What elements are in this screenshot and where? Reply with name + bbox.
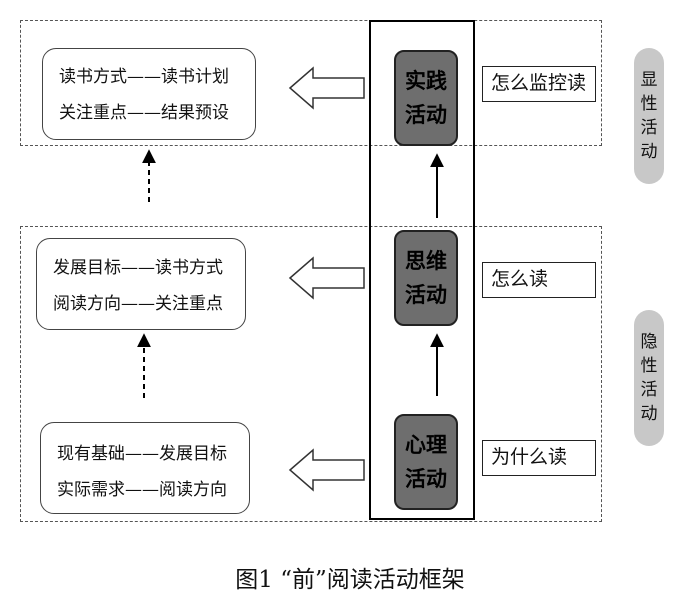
- implicit-content-box-top: 发展目标——读书方式 阅读方向——关注重点: [36, 238, 246, 330]
- activity-column: [369, 20, 475, 520]
- thinking-activity-box: 思维 活动: [394, 230, 458, 326]
- implicit-activity-label: 隐 性 活 动: [634, 310, 664, 446]
- activity-label: 活动: [405, 283, 447, 307]
- hollow-left-arrow: [288, 448, 365, 492]
- question-why: 为什么读: [482, 440, 596, 476]
- implicit-content-box-bottom: 现有基础——发展目标 实际需求——阅读方向: [40, 422, 250, 514]
- oval-char: 显: [640, 70, 658, 90]
- content-line: 关注重点——结果预设: [59, 103, 229, 123]
- content-line: 读书方式——读书计划: [59, 67, 229, 87]
- explicit-activity-label: 显 性 活 动: [634, 48, 664, 184]
- explicit-content-box: 读书方式——读书计划 关注重点——结果预设: [42, 48, 256, 140]
- hollow-left-arrow: [288, 256, 365, 300]
- explicit-region: [20, 20, 602, 146]
- hollow-left-arrow: [288, 66, 365, 110]
- oval-char: 动: [640, 142, 658, 162]
- oval-char: 活: [640, 118, 658, 138]
- activity-label: 活动: [405, 103, 447, 127]
- content-line: 发展目标——读书方式: [53, 258, 223, 278]
- oval-char: 活: [640, 380, 658, 400]
- oval-char: 动: [640, 404, 658, 424]
- activity-label: 思维: [405, 249, 447, 273]
- activity-label: 活动: [405, 467, 447, 491]
- content-line: 阅读方向——关注重点: [53, 294, 223, 314]
- content-line: 现有基础——发展目标: [57, 444, 227, 464]
- activity-label: 实践: [405, 69, 447, 93]
- question-how: 怎么读: [482, 262, 596, 298]
- psychological-activity-box: 心理 活动: [394, 414, 458, 510]
- oval-char: 性: [640, 356, 658, 376]
- figure-caption: 图1 “前”阅读活动框架: [235, 567, 465, 593]
- oval-char: 性: [640, 94, 658, 114]
- activity-label: 心理: [405, 433, 447, 457]
- question-monitor: 怎么监控读: [482, 66, 596, 102]
- oval-char: 隐: [640, 332, 658, 352]
- content-line: 实际需求——阅读方向: [57, 480, 227, 500]
- implicit-region: [20, 226, 602, 522]
- practice-activity-box: 实践 活动: [394, 50, 458, 146]
